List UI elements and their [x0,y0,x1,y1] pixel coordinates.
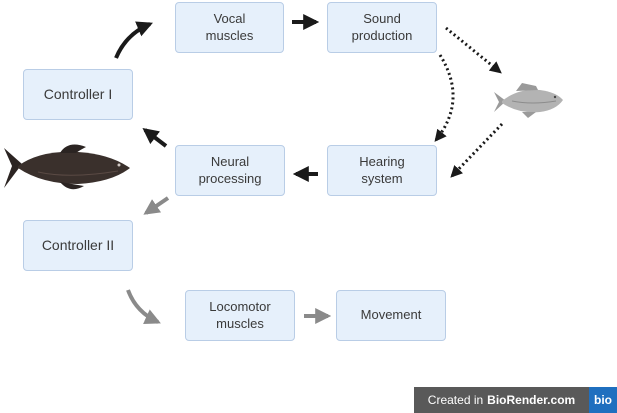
controller-2-box: Controller II [23,220,133,271]
arrow-fish-to-hearing [450,122,504,178]
brand-text: BioRender.com [487,393,576,407]
arrow-neural-to-controller1 [142,128,168,148]
arrow-controller1-to-vocal [114,21,153,59]
biorender-credit: Created in BioRender.com [414,387,589,413]
arrow-neural-to-controller2 [143,196,170,215]
arrow-sound-to-hearing [434,54,455,142]
neural-processing-box: Neural processing [175,145,285,196]
locomotor-muscles-box: Locomotor muscles [185,290,295,341]
grey-fish-icon [494,83,563,118]
movement-box: Movement [336,290,446,341]
vocal-muscles-box: Vocal muscles [175,2,284,53]
biorender-badge[interactable]: Created in BioRender.com bio [414,387,617,413]
arrow-controller2-to-locomotor [126,289,161,324]
controller-1-box: Controller I [23,69,133,120]
created-in-text: Created in [427,393,484,407]
arrow-sound-to-fish [445,26,502,74]
sound-production-box: Sound production [327,2,437,53]
hearing-system-box: Hearing system [327,145,437,196]
dark-fish-icon [4,144,130,190]
biorender-logo-icon: bio [589,387,617,413]
